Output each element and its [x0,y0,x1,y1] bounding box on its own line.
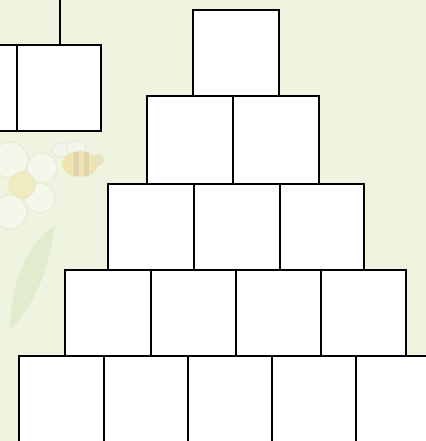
pyramid-cell-r4-c2[interactable] [150,269,237,357]
pyramid-cell-r2-c2[interactable] [232,95,320,185]
fragment-edge-line [59,0,61,46]
fragment-cell-2[interactable] [16,44,102,132]
pyramid-cell-r3-c3[interactable] [279,183,365,271]
pyramid-cell-r5-c3[interactable] [187,355,273,441]
leaf-icon [10,225,55,330]
pyramid-cell-r4-c3[interactable] [235,269,322,357]
pyramid-cell-r4-c1[interactable] [64,269,152,357]
pyramid-cell-r5-c4[interactable] [271,355,357,441]
pyramid-cell-r3-c2[interactable] [193,183,281,271]
pyramid-cell-r5-c1[interactable] [18,355,105,441]
bee-icon [52,141,104,177]
pyramid-cell-r1-c1[interactable] [192,9,280,97]
pyramid-cell-r2-c1[interactable] [146,95,234,185]
pyramid-cell-r5-c2[interactable] [103,355,189,441]
daisy-flower-icon [0,142,57,229]
pyramid-cell-r3-c1[interactable] [107,183,195,271]
pyramid-cell-r5-c5[interactable] [355,355,426,441]
pyramid-cell-r4-c4[interactable] [320,269,407,357]
